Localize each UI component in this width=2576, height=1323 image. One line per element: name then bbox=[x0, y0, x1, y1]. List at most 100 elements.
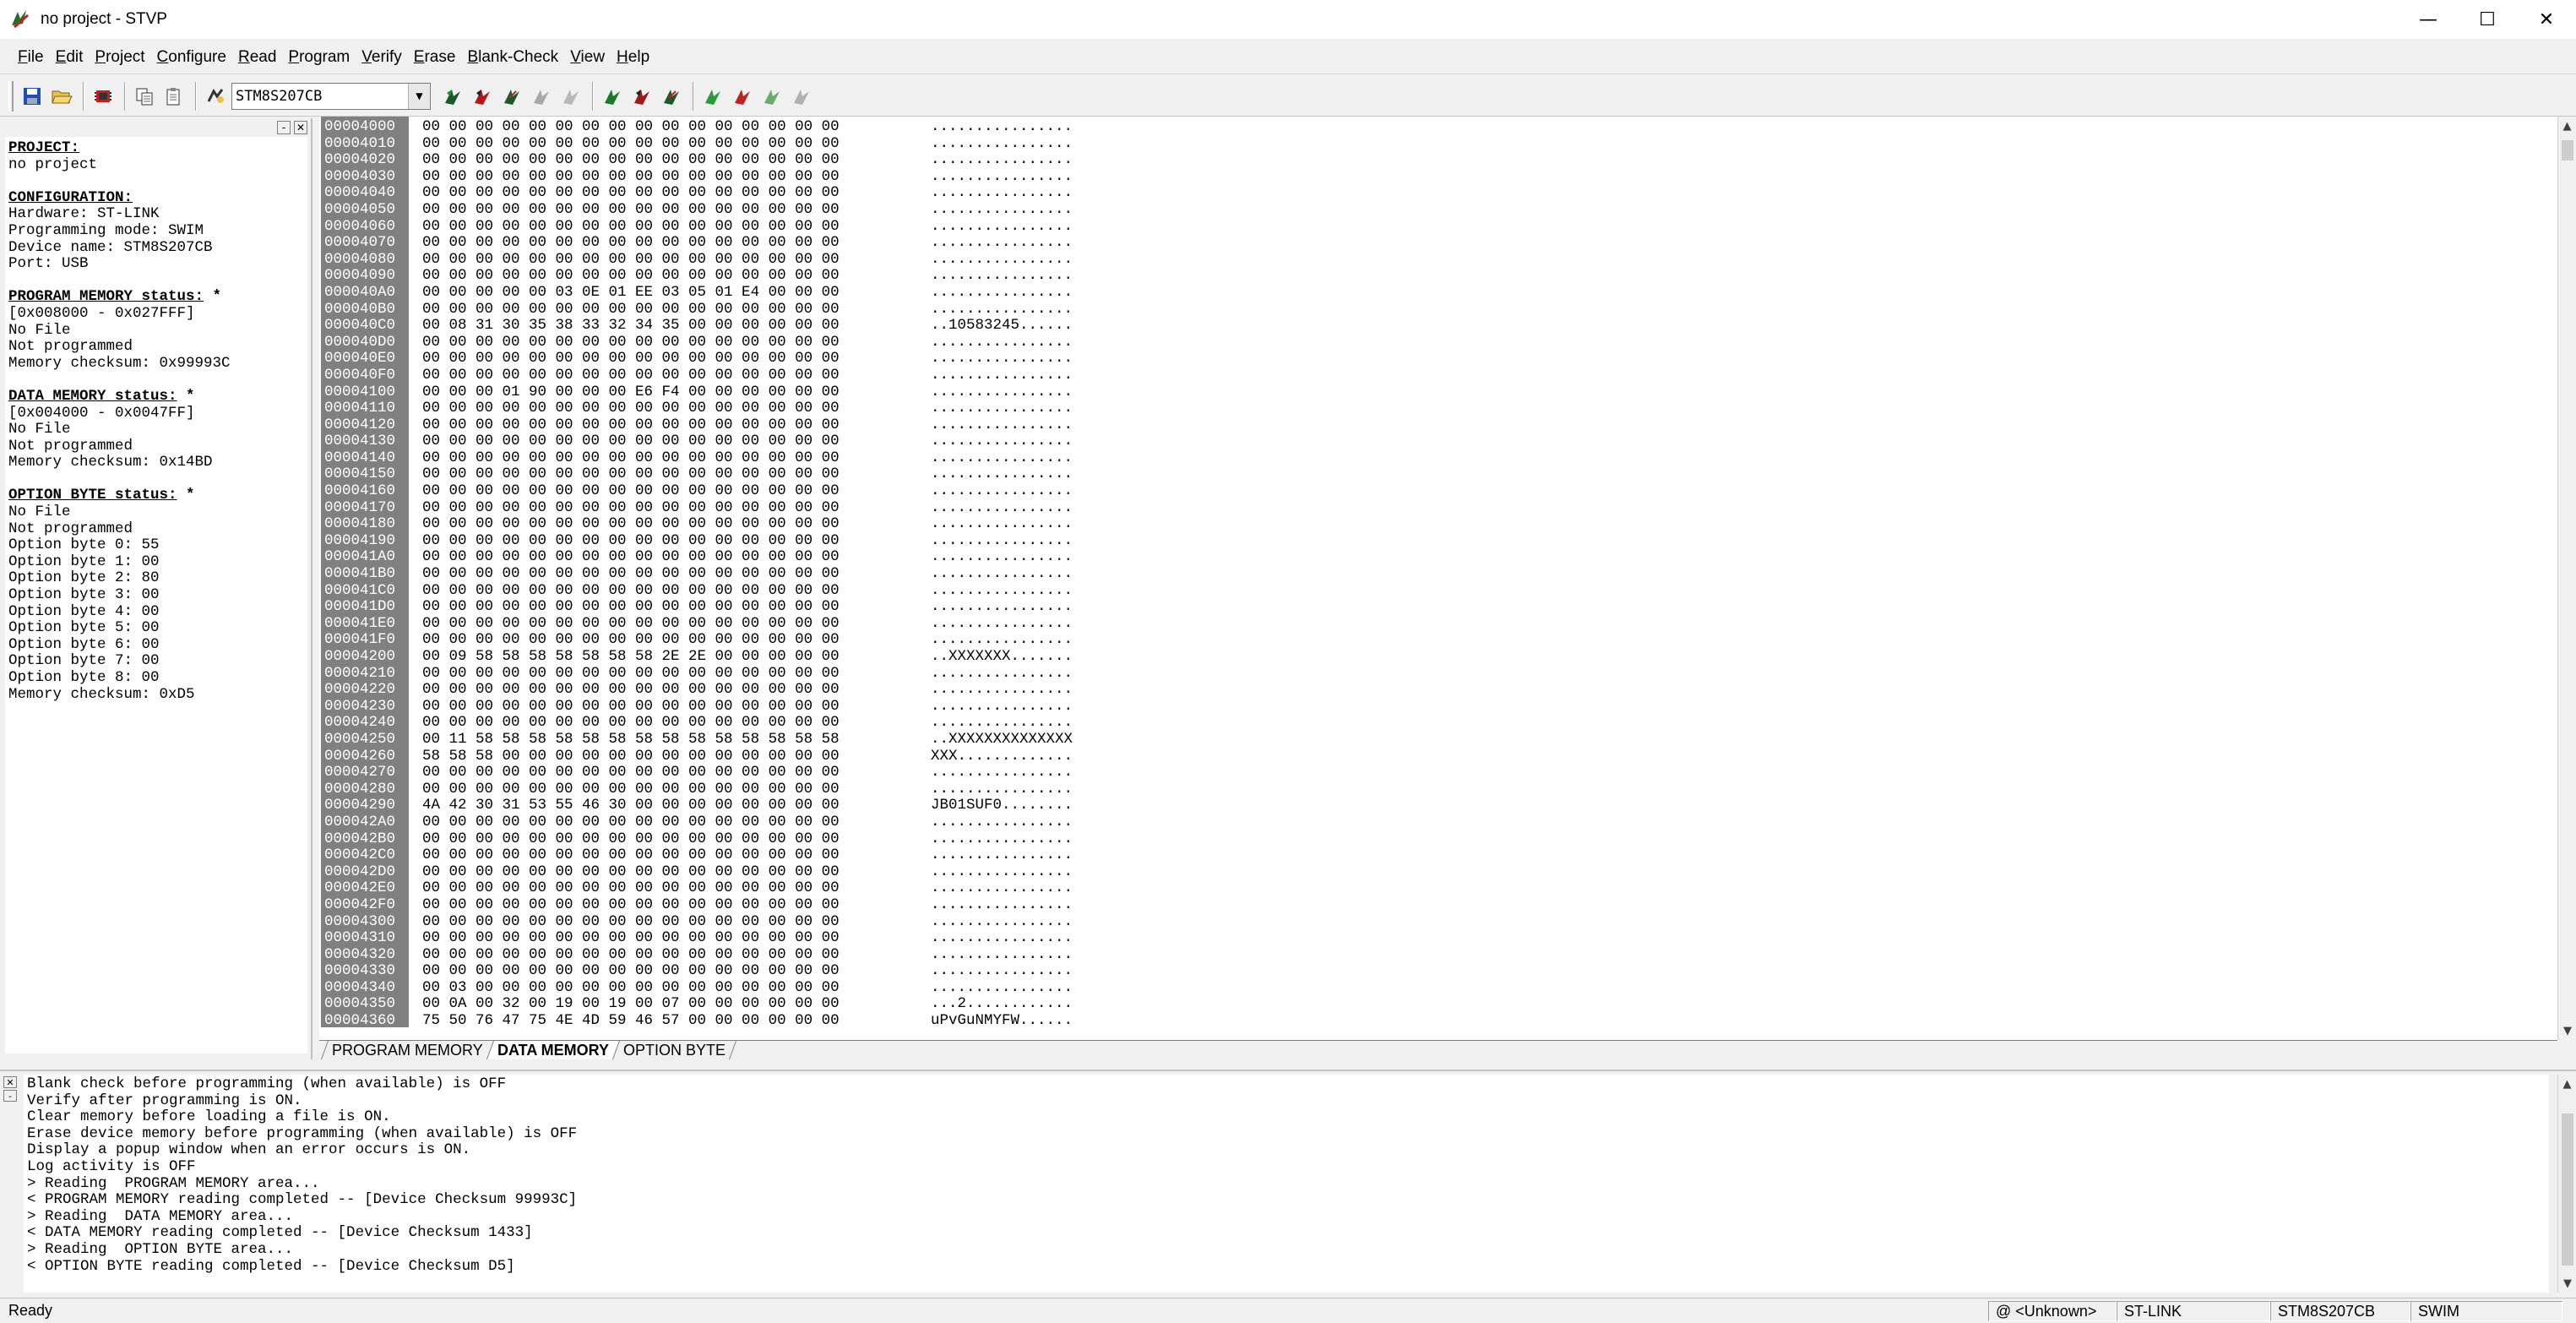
blank-check-icon[interactable] bbox=[557, 82, 584, 111]
panel-close-icon[interactable]: ✕ bbox=[294, 121, 307, 134]
ascii-row[interactable]: ................ bbox=[931, 433, 1073, 450]
hex-row[interactable]: 00 00 00 00 00 00 00 00 00 00 00 00 00 0… bbox=[422, 598, 840, 616]
ascii-row[interactable]: ................ bbox=[931, 962, 1073, 980]
menu-edit[interactable]: Edit bbox=[55, 47, 84, 66]
ascii-row[interactable]: ................ bbox=[931, 300, 1073, 318]
hex-row[interactable]: 00 00 00 00 00 00 00 00 00 00 00 00 00 0… bbox=[422, 234, 840, 252]
hex-row[interactable]: 00 00 00 00 00 00 00 00 00 00 00 00 00 0… bbox=[422, 912, 840, 930]
hex-row[interactable]: 00 00 00 00 00 00 00 00 00 00 00 00 00 0… bbox=[422, 250, 840, 268]
paste-icon[interactable] bbox=[160, 82, 187, 111]
log-scroll-down-icon[interactable]: ▼ bbox=[2563, 1277, 2572, 1290]
ascii-row[interactable]: ................ bbox=[931, 184, 1073, 202]
menu-blank-check[interactable]: Blank-Check bbox=[467, 47, 559, 66]
ascii-row[interactable]: ................ bbox=[931, 531, 1073, 549]
menu-erase[interactable]: Erase bbox=[413, 47, 456, 66]
ascii-row[interactable]: ................ bbox=[931, 383, 1073, 400]
menu-file[interactable]: File bbox=[18, 47, 44, 66]
close-button[interactable]: ✕ bbox=[2538, 8, 2555, 30]
log-scroll-thumb[interactable] bbox=[2562, 1113, 2573, 1266]
hex-row[interactable]: 00 00 00 00 00 00 00 00 00 00 00 00 00 0… bbox=[422, 714, 840, 732]
read-program-icon[interactable] bbox=[439, 82, 466, 111]
ascii-row[interactable]: ..10583245...... bbox=[931, 317, 1073, 335]
hex-row[interactable]: 00 09 58 58 58 58 58 58 58 2E 2E 00 00 0… bbox=[422, 648, 840, 665]
hex-row[interactable]: 00 00 00 00 00 00 00 00 00 00 00 00 00 0… bbox=[422, 167, 840, 185]
hex-bytes-column[interactable]: 00 00 00 00 00 00 00 00 00 00 00 00 00 0… bbox=[422, 117, 840, 1030]
hex-row[interactable]: 00 00 00 00 00 00 00 00 00 00 00 00 00 0… bbox=[422, 267, 840, 285]
ascii-row[interactable]: ................ bbox=[931, 267, 1073, 285]
hex-row[interactable]: 00 00 00 00 00 00 00 00 00 00 00 00 00 0… bbox=[422, 482, 840, 500]
ascii-row[interactable]: ................ bbox=[931, 614, 1073, 632]
ascii-row[interactable]: ................ bbox=[931, 217, 1073, 235]
hex-row[interactable]: 00 00 00 00 00 00 00 00 00 00 00 00 00 0… bbox=[422, 151, 840, 169]
hex-row[interactable]: 00 00 00 00 00 00 00 00 00 00 00 00 00 0… bbox=[422, 631, 840, 649]
hex-row[interactable]: 00 00 00 00 00 00 00 00 00 00 00 00 00 0… bbox=[422, 929, 840, 947]
ascii-row[interactable]: JB01SUF0........ bbox=[931, 797, 1073, 814]
hex-row[interactable]: 00 00 00 00 00 00 00 00 00 00 00 00 00 0… bbox=[422, 780, 840, 798]
hex-row[interactable]: 00 00 00 00 00 00 00 00 00 00 00 00 00 0… bbox=[422, 664, 840, 682]
copy-icon[interactable] bbox=[131, 82, 158, 111]
hex-row[interactable]: 00 00 00 01 90 00 00 00 E6 F4 00 00 00 0… bbox=[422, 383, 840, 400]
ascii-row[interactable]: ................ bbox=[931, 118, 1073, 135]
scroll-down-icon[interactable]: ▼ bbox=[2563, 1024, 2572, 1037]
hex-row[interactable]: 00 00 00 00 00 00 00 00 00 00 00 00 00 0… bbox=[422, 830, 840, 847]
tab-data-memory[interactable]: DATA MEMORY bbox=[486, 1041, 620, 1059]
hex-row[interactable]: 00 00 00 00 00 00 00 00 00 00 00 00 00 0… bbox=[422, 945, 840, 963]
menu-read[interactable]: Read bbox=[237, 47, 277, 66]
menu-help[interactable]: Help bbox=[617, 47, 650, 66]
hex-row[interactable]: 00 00 00 00 00 00 00 00 00 00 00 00 00 0… bbox=[422, 681, 840, 699]
tab-option-byte[interactable]: OPTION BYTE bbox=[611, 1041, 736, 1059]
ascii-row[interactable]: ................ bbox=[931, 631, 1073, 649]
ascii-row[interactable]: ................ bbox=[931, 978, 1073, 996]
hex-row[interactable]: 00 00 00 00 00 00 00 00 00 00 00 00 00 0… bbox=[422, 879, 840, 897]
hex-row[interactable]: 00 00 00 00 00 00 00 00 00 00 00 00 00 0… bbox=[422, 466, 840, 483]
chip-icon[interactable] bbox=[90, 82, 117, 111]
ascii-row[interactable]: ................ bbox=[931, 714, 1073, 732]
hex-row[interactable]: 00 00 00 00 00 00 00 00 00 00 00 00 00 0… bbox=[422, 134, 840, 152]
menu-program[interactable]: Program bbox=[288, 47, 351, 66]
erase-icon[interactable] bbox=[528, 82, 555, 111]
ascii-row[interactable]: ................ bbox=[931, 167, 1073, 185]
hex-row[interactable]: 00 00 00 00 00 00 00 00 00 00 00 00 00 0… bbox=[422, 400, 840, 417]
hex-row[interactable]: 00 00 00 00 00 00 00 00 00 00 00 00 00 0… bbox=[422, 200, 840, 218]
chevron-down-icon[interactable]: ▼ bbox=[408, 83, 430, 109]
ascii-row[interactable]: ..XXXXXXXXXXXXXX bbox=[931, 730, 1073, 748]
ascii-row[interactable]: ................ bbox=[931, 780, 1073, 798]
verify-all-icon[interactable] bbox=[658, 82, 685, 111]
hex-row[interactable]: 00 00 00 00 00 00 00 00 00 00 00 00 00 0… bbox=[422, 498, 840, 516]
scroll-up-icon[interactable]: ▲ bbox=[2562, 119, 2572, 133]
ascii-row[interactable]: ................ bbox=[931, 416, 1073, 433]
ascii-row[interactable]: XXX............. bbox=[931, 747, 1073, 765]
ascii-row[interactable]: ................ bbox=[931, 681, 1073, 699]
ascii-row[interactable]: ................ bbox=[931, 830, 1073, 847]
ascii-row[interactable]: ...2............ bbox=[931, 995, 1073, 1013]
menu-verify[interactable]: Verify bbox=[361, 47, 402, 66]
hex-row[interactable]: 00 00 00 00 00 00 00 00 00 00 00 00 00 0… bbox=[422, 614, 840, 632]
hex-row[interactable]: 00 00 00 00 00 03 0E 01 EE 03 05 01 E4 0… bbox=[422, 283, 840, 301]
hex-row[interactable]: 00 00 00 00 00 00 00 00 00 00 00 00 00 0… bbox=[422, 764, 840, 781]
hex-row[interactable]: 00 00 00 00 00 00 00 00 00 00 00 00 00 0… bbox=[422, 531, 840, 549]
log-scrollbar[interactable]: ▲ ▼ bbox=[2557, 1075, 2576, 1293]
hex-row[interactable]: 00 00 00 00 00 00 00 00 00 00 00 00 00 0… bbox=[422, 118, 840, 135]
toolbar-grip[interactable] bbox=[8, 80, 14, 112]
program-all-icon[interactable] bbox=[628, 82, 655, 111]
panel-pin-icon[interactable]: - bbox=[277, 121, 291, 134]
ascii-row[interactable]: ................ bbox=[931, 449, 1073, 466]
verify-icon[interactable] bbox=[498, 82, 525, 111]
save-icon[interactable] bbox=[19, 82, 46, 111]
hex-row[interactable]: 00 08 31 30 35 38 33 32 34 35 00 00 00 0… bbox=[422, 317, 840, 335]
hex-row[interactable]: 00 00 00 00 00 00 00 00 00 00 00 00 00 0… bbox=[422, 184, 840, 202]
ascii-row[interactable]: uPvGuNMYFW...... bbox=[931, 1012, 1073, 1030]
ascii-row[interactable]: ................ bbox=[931, 929, 1073, 947]
hex-row[interactable]: 00 11 58 58 58 58 58 58 58 58 58 58 58 5… bbox=[422, 730, 840, 748]
menu-view[interactable]: View bbox=[570, 47, 606, 66]
hex-row[interactable]: 00 00 00 00 00 00 00 00 00 00 00 00 00 0… bbox=[422, 847, 840, 864]
hex-row[interactable]: 75 50 76 47 75 4E 4D 59 46 57 00 00 00 0… bbox=[422, 1012, 840, 1030]
ascii-row[interactable]: ................ bbox=[931, 234, 1073, 252]
log-scroll-up-icon[interactable]: ▲ bbox=[2562, 1077, 2572, 1091]
ascii-row[interactable]: ..XXXXXXX....... bbox=[931, 648, 1073, 665]
ascii-column[interactable]: ........................................… bbox=[931, 117, 1073, 1030]
ascii-row[interactable]: ................ bbox=[931, 863, 1073, 880]
ascii-row[interactable]: ................ bbox=[931, 697, 1073, 715]
hex-row[interactable]: 00 00 00 00 00 00 00 00 00 00 00 00 00 0… bbox=[422, 366, 840, 384]
hex-row[interactable]: 00 00 00 00 00 00 00 00 00 00 00 00 00 0… bbox=[422, 896, 840, 913]
